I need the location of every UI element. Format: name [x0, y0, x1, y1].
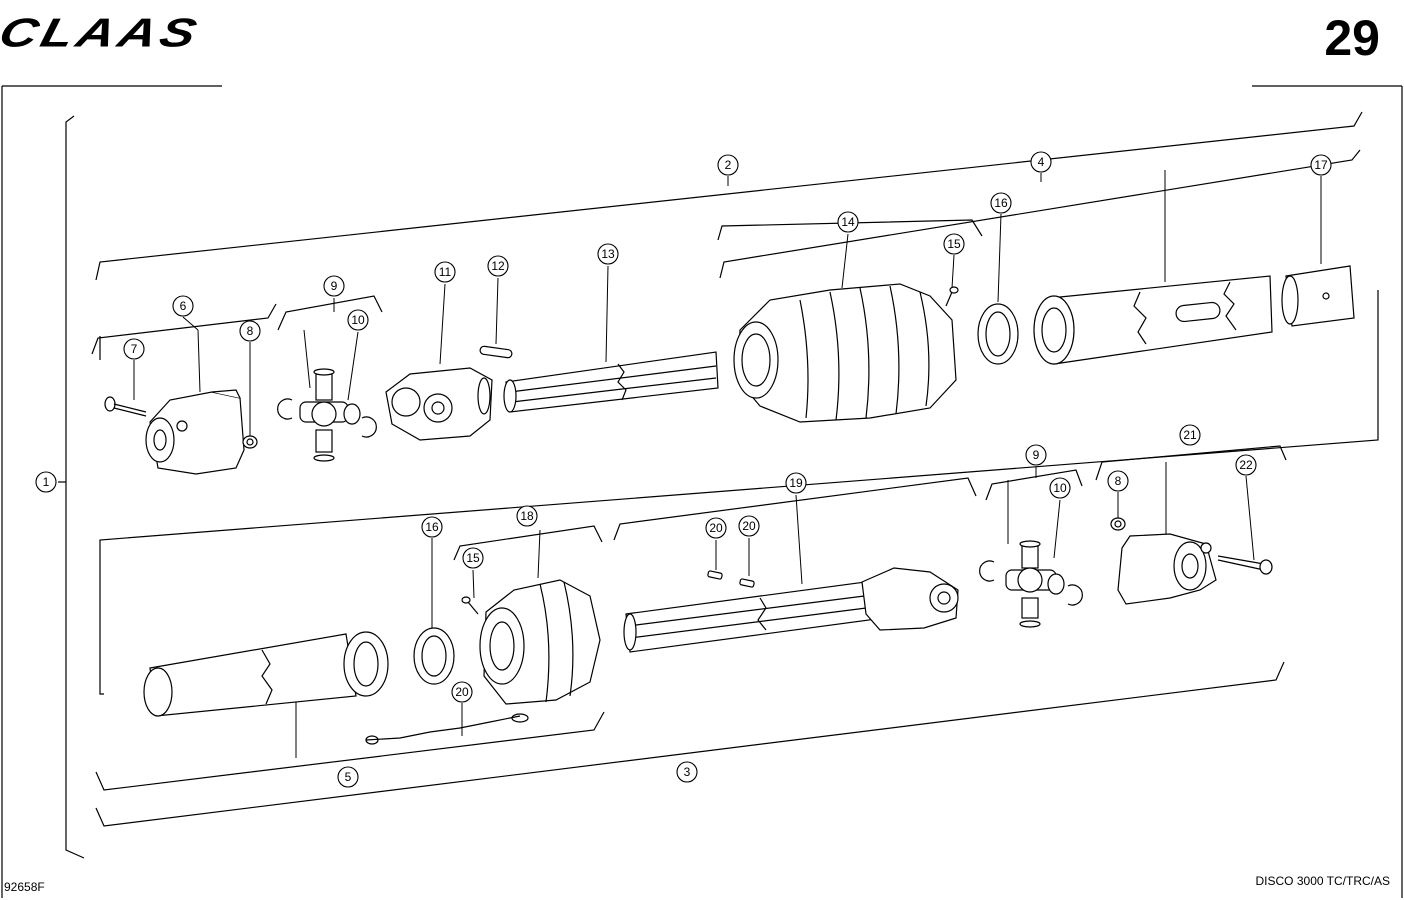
cross-joint-9: [299, 368, 361, 462]
callout-10-lower: 10: [1053, 481, 1067, 495]
callout-labels: 1 2 3 4 5 6 7 8 9 10 11 12 13 14 15 16 1…: [43, 155, 1328, 784]
callout-19: 19: [789, 476, 803, 490]
callout-9-lower: 9: [1033, 448, 1040, 462]
bolt-22: [1217, 555, 1273, 575]
nut-8: [242, 435, 258, 449]
callout-1: 1: [43, 475, 50, 489]
yoke-6: [145, 389, 245, 475]
callout-6: 6: [180, 299, 187, 313]
callout-18: 18: [520, 509, 534, 523]
callout-2: 2: [725, 158, 732, 172]
callout-5: 5: [345, 770, 352, 784]
callout-15-lower: 15: [466, 551, 480, 565]
screw-15-lower: [461, 596, 479, 615]
yoke-11: [385, 367, 493, 441]
callout-16: 16: [994, 196, 1008, 210]
leader-lines: [133, 170, 1322, 758]
header-rules: [1, 85, 1403, 898]
circlip-right-lower: [1067, 584, 1083, 606]
callout-10: 10: [351, 313, 365, 327]
circlip-right: [361, 416, 377, 438]
yoke-21: [1117, 533, 1217, 605]
yoke-19-end: [861, 567, 959, 631]
profile-tube-19: [623, 579, 885, 653]
callout-22: 22: [1239, 458, 1253, 472]
lower-shaft-parts: [143, 517, 1273, 745]
grease-nipple-20a: [707, 570, 723, 580]
bearing-ring-16: [977, 303, 1019, 365]
drawing-code: 92658F: [4, 880, 45, 894]
callout-12: 12: [491, 259, 505, 273]
callout-16-lower: 16: [425, 520, 439, 534]
callout-11: 11: [439, 265, 452, 279]
callout-20c: 20: [455, 685, 469, 699]
circlip-left: [277, 398, 293, 420]
callout-9: 9: [331, 279, 338, 293]
callout-17: 17: [1314, 158, 1328, 172]
guard-cone-14: [733, 283, 957, 423]
callout-21: 21: [1183, 428, 1197, 442]
callout-7: 7: [131, 342, 138, 356]
guard-tube-5: [143, 631, 389, 717]
callout-3: 3: [684, 765, 691, 779]
callout-20b: 20: [742, 519, 756, 533]
profile-tube-13: [503, 351, 719, 413]
grease-nipple-20b: [739, 578, 755, 588]
circlip-left-lower: [979, 560, 995, 582]
callout-13: 13: [601, 247, 615, 261]
callout-14: 14: [841, 215, 855, 229]
nut-8-lower: [1110, 517, 1126, 531]
callout-15: 15: [947, 237, 961, 251]
guard-cone-18: [479, 579, 601, 705]
page-number: 29: [1324, 10, 1380, 66]
model-label: DISCO 3000 TC/TRC/AS: [1255, 874, 1390, 888]
bearing-ring-16-lower: [413, 627, 455, 685]
cross-joint-9-lower: [1005, 540, 1065, 628]
bolt-7: [104, 396, 147, 417]
callout-circles: [35, 151, 1332, 788]
upper-shaft-parts: [104, 265, 1355, 475]
pin-12: [479, 345, 513, 359]
guard-tube-4: [1033, 275, 1273, 365]
safety-chain-20: [365, 713, 529, 745]
callout-8-lower: 8: [1115, 474, 1122, 488]
callout-4: 4: [1038, 155, 1045, 169]
screw-15: [945, 286, 959, 307]
sleeve-17: [1281, 265, 1355, 327]
callout-8: 8: [247, 324, 254, 338]
callout-20a: 20: [709, 521, 723, 535]
assembly-brackets: [58, 111, 1379, 859]
